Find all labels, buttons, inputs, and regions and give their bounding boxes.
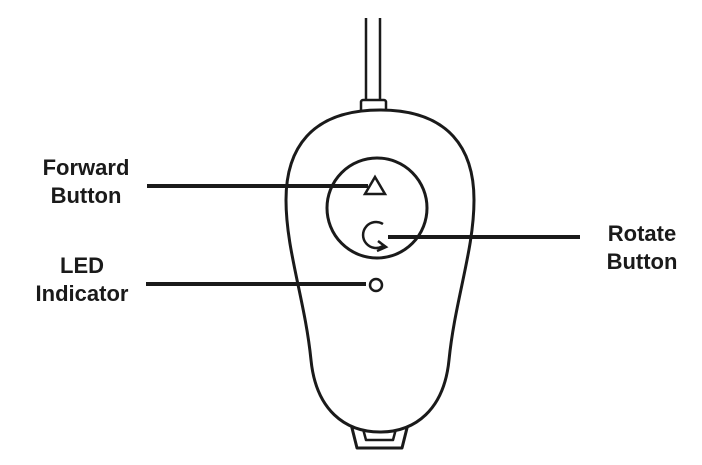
- led-label-line2: Indicator: [35, 281, 129, 306]
- forward-button-icon[interactable]: [362, 174, 388, 196]
- rotate-label-line2: Button: [606, 249, 678, 274]
- led-indicator-icon: [368, 277, 384, 293]
- rotate-button-icon[interactable]: [361, 220, 389, 253]
- cable: [364, 18, 382, 100]
- rotate-label-line1: Rotate: [607, 221, 677, 246]
- button-ring: [325, 156, 429, 260]
- rotate-button-label: Rotate Button: [588, 220, 696, 276]
- forward-label-line2: Button: [50, 183, 122, 208]
- forward-button-label: Forward Button: [22, 154, 150, 210]
- forward-label-line1: Forward: [42, 155, 130, 180]
- led-label-line1: LED: [60, 253, 104, 278]
- led-indicator-label: LED Indicator: [18, 252, 146, 308]
